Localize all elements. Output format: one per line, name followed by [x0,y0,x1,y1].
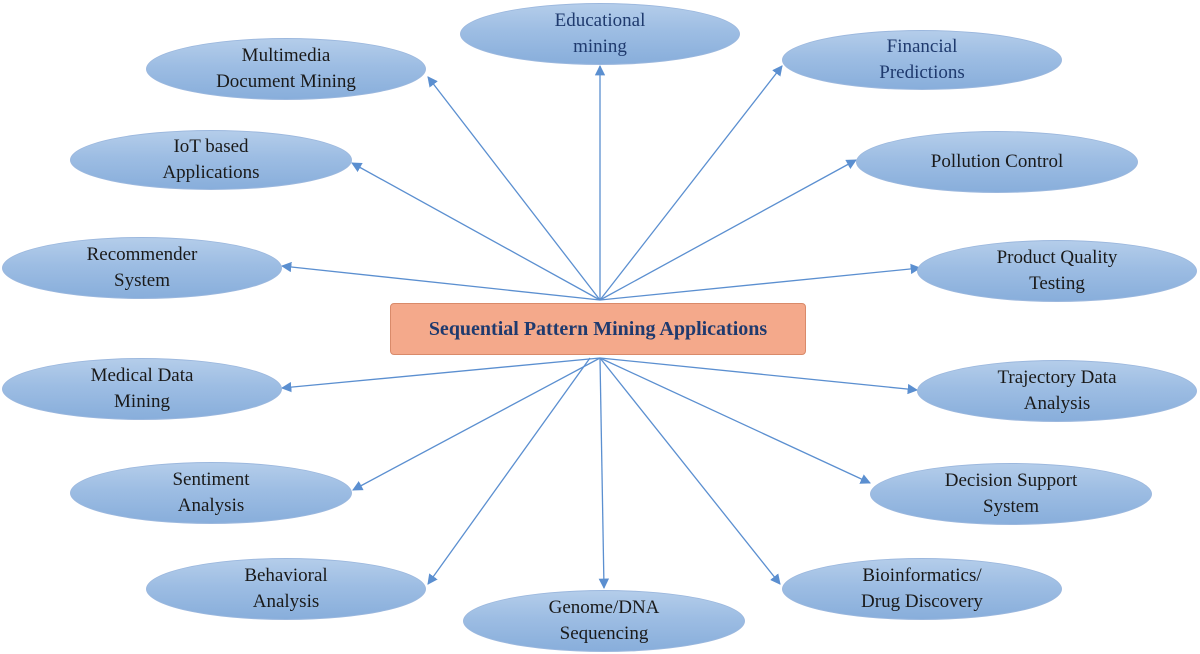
arrow-to-iot-based-applications [351,162,601,301]
node-label: Predictions [879,62,965,83]
node-behavioral-analysis: Behavioral Analysis [146,558,426,620]
central-topic-box: Sequential Pattern Mining Applications [390,303,806,355]
node-pollution-control: Pollution Control [856,131,1138,193]
node-financial-predictions: Financial Predictions [782,30,1062,90]
node-educational-mining: Educational mining [460,3,740,65]
node-label: Analysis [177,495,245,516]
node-label: System [114,270,170,291]
central-topic-label: Sequential Pattern Mining Applications [428,317,768,340]
node-label: Sentiment [172,469,250,490]
arrow-to-trajectory-data-analysis [599,357,919,395]
arrow-to-medical-data-mining [280,357,601,393]
node-label: Recommender [86,244,198,265]
node-label: mining [573,36,627,57]
arrow-to-financial-predictions [599,65,783,301]
node-label: Testing [1029,273,1085,294]
node-label: Behavioral [244,565,328,586]
node-label: System [983,496,1039,517]
node-label: Analysis [252,591,320,612]
node-recommender-system: Recommender System [2,237,282,299]
node-label: Educational [554,10,646,31]
node-label: Medical Data [90,365,194,386]
arrow-to-recommender-system [280,261,601,301]
node-label: Sequencing [559,623,649,644]
node-label: Bioinformatics/ [862,565,982,586]
node-product-quality-testing: Product Quality Testing [917,240,1197,302]
node-label: IoT based [173,136,249,157]
arrow-to-genome-dna-sequencing [598,357,610,590]
node-label: Multimedia [241,45,331,66]
arrow-to-multimedia-document-mining [427,76,601,301]
node-label: Product Quality [996,247,1118,268]
node-bioinformatics-drug-discovery: Bioinformatics/ Drug Discovery [782,558,1062,620]
node-label: Decision Support [944,470,1078,491]
node-label: Document Mining [216,71,356,92]
node-medical-data-mining: Medical Data Mining [2,358,282,420]
node-label: Trajectory Data [997,367,1117,388]
node-decision-support-system: Decision Support System [870,463,1152,525]
arrow-to-behavioral-analysis [427,357,591,585]
node-label: Genome/DNA [548,597,660,618]
node-label: Pollution Control [930,151,1064,172]
arrow-to-bioinformatics-drug-discovery [599,357,781,585]
node-label: Financial [886,36,958,57]
arrow-to-sentiment-analysis [352,357,601,491]
node-multimedia-document-mining: Multimedia Document Mining [146,38,426,100]
node-sentiment-analysis: Sentiment Analysis [70,462,352,524]
arrow-to-product-quality-testing [599,263,922,301]
node-label: Applications [162,162,260,183]
node-trajectory-data-analysis: Trajectory Data Analysis [917,360,1197,422]
node-label: Mining [114,391,170,412]
node-iot-based-applications: IoT based Applications [70,130,352,190]
arrow-to-decision-support-system [599,357,871,484]
node-genome-dna-sequencing: Genome/DNA Sequencing [463,590,745,652]
node-label: Drug Discovery [861,591,983,612]
node-label: Analysis [1023,393,1091,414]
arrow-to-pollution-control [599,159,857,301]
